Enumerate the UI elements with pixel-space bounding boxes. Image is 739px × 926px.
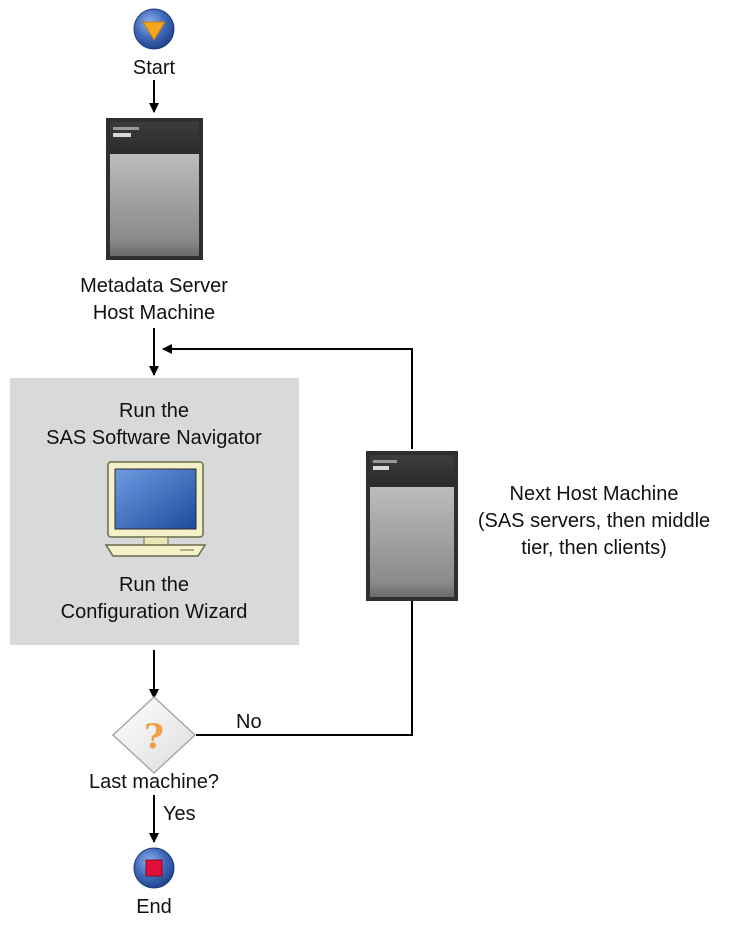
decision-label: Last machine? [89, 771, 219, 793]
question-mark-icon: ? [144, 717, 164, 757]
end-node [133, 847, 175, 889]
next-host-label-line1: Next Host Machine [510, 483, 679, 505]
next-host-server-icon [366, 451, 458, 601]
yes-label: Yes [163, 803, 196, 825]
step-navigator-line2: SAS Software Navigator [46, 427, 262, 449]
start-label: Start [133, 57, 176, 79]
monitor-icon [104, 461, 207, 557]
start-node [133, 8, 175, 50]
next-host-label-line2: (SAS servers, then middle [478, 510, 710, 532]
decision-diamond-icon [111, 695, 197, 775]
end-label: End [136, 896, 172, 918]
metadata-server-label-line2: Host Machine [93, 302, 215, 324]
end-stop-square-icon [145, 859, 163, 877]
step-config-wizard-line2: Configuration Wizard [61, 601, 248, 623]
no-loop-line [196, 599, 413, 736]
step-navigator-line1: Run the [119, 400, 189, 422]
no-label: No [236, 711, 262, 733]
loop-back-arrow [162, 344, 413, 449]
metadata-server-label-line1: Metadata Server [80, 275, 228, 297]
decision-node: ? [111, 695, 197, 775]
metadata-server-icon [106, 118, 203, 260]
step-config-wizard-line1: Run the [119, 574, 189, 596]
next-host-label-line3: tier, then clients) [521, 537, 667, 559]
start-down-arrow-icon [142, 21, 166, 41]
